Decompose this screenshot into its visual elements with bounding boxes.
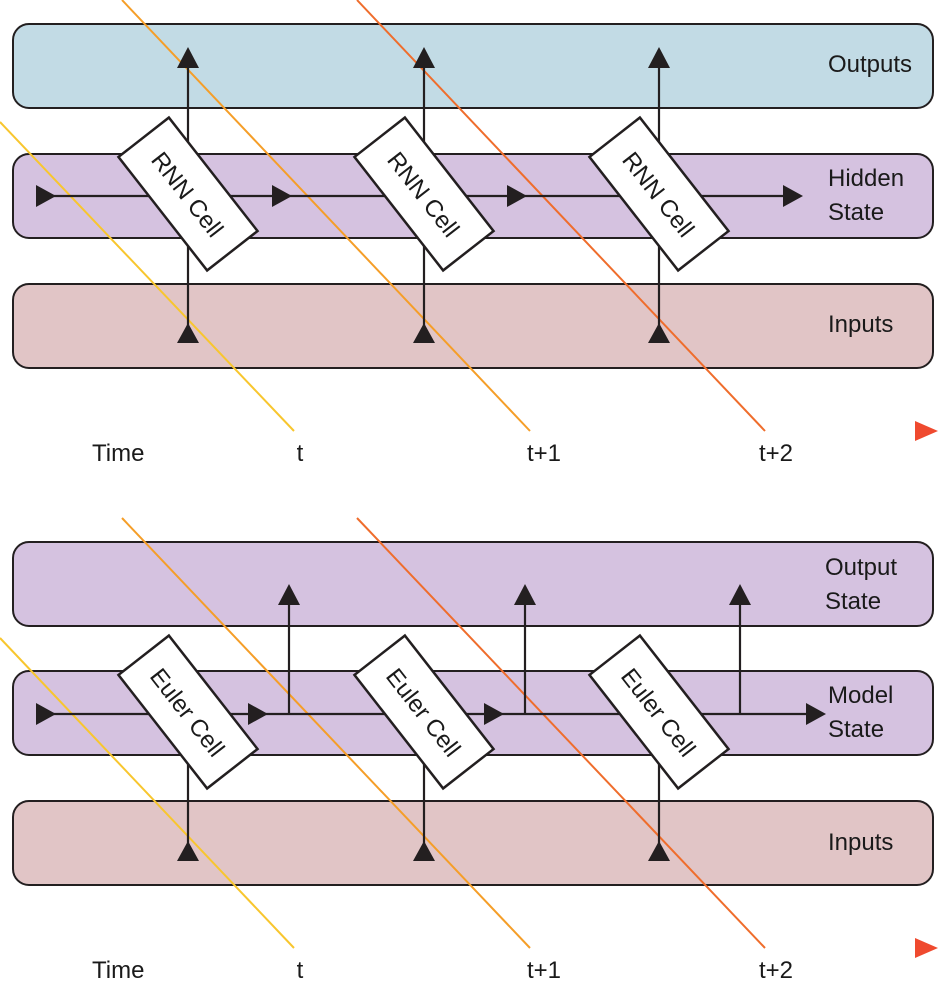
model-state-arrow-1 xyxy=(248,703,268,725)
output-state-label-line2: State xyxy=(825,588,881,615)
input-arrow-2 xyxy=(413,323,435,343)
time-diagonal-t1 xyxy=(121,517,531,949)
inputs-band xyxy=(12,283,934,369)
time-tick-t1: t+1 xyxy=(527,957,561,984)
output-state-label-line1: Output xyxy=(825,554,897,581)
output-arrow-2 xyxy=(413,47,435,68)
time-label: Time xyxy=(92,440,144,467)
time-tick-t: t xyxy=(297,440,304,467)
output-state-arrow-1 xyxy=(278,584,300,605)
outputs-label: Outputs xyxy=(828,51,912,78)
input-arrow-3 xyxy=(648,323,670,343)
output-arrow-3 xyxy=(648,47,670,68)
hidden-state-arrow-2 xyxy=(507,185,527,207)
model-state-label-line2: State xyxy=(828,716,884,743)
rnn-panel: Outputs Hidden State Inputs RNN Cell xyxy=(0,0,938,467)
time-tick-t2: t+2 xyxy=(759,957,793,984)
model-state-end-arrow xyxy=(806,703,826,725)
euler-panel: Output State Model State Inputs xyxy=(0,517,938,984)
model-state-arrow-2 xyxy=(484,703,504,725)
time-diagonal-t xyxy=(0,637,295,949)
time-tick-t1: t+1 xyxy=(527,440,561,467)
input-arrow-1 xyxy=(177,323,199,343)
input-arrow-2 xyxy=(413,841,435,861)
hidden-state-label-line1: Hidden xyxy=(828,165,904,192)
time-tick-t: t xyxy=(297,957,304,984)
time-diagonal-t1 xyxy=(121,0,531,432)
output-state-band xyxy=(12,541,934,627)
hidden-state-arrow-1 xyxy=(272,185,292,207)
output-state-arrow-3 xyxy=(729,584,751,605)
time-diagonal-t2 xyxy=(356,517,766,949)
outputs-band xyxy=(12,23,934,109)
hidden-state-end-arrow xyxy=(783,185,803,207)
time-axis-arrowhead xyxy=(915,421,938,441)
time-axis-arrowhead xyxy=(915,938,938,958)
output-state-arrow-2 xyxy=(514,584,536,605)
time-label: Time xyxy=(92,957,144,984)
inputs-label: Inputs xyxy=(828,829,893,856)
time-tick-t2: t+2 xyxy=(759,440,793,467)
input-arrow-3 xyxy=(648,841,670,861)
output-arrow-1 xyxy=(177,47,199,68)
model-state-label-line1: Model xyxy=(828,682,893,709)
time-diagonal-t xyxy=(0,121,295,432)
hidden-state-label-line2: State xyxy=(828,199,884,226)
model-state-start-arrow xyxy=(36,703,56,725)
inputs-label: Inputs xyxy=(828,311,893,338)
input-arrow-1 xyxy=(177,841,199,861)
inputs-band xyxy=(12,800,934,886)
hidden-state-start-arrow xyxy=(36,185,56,207)
